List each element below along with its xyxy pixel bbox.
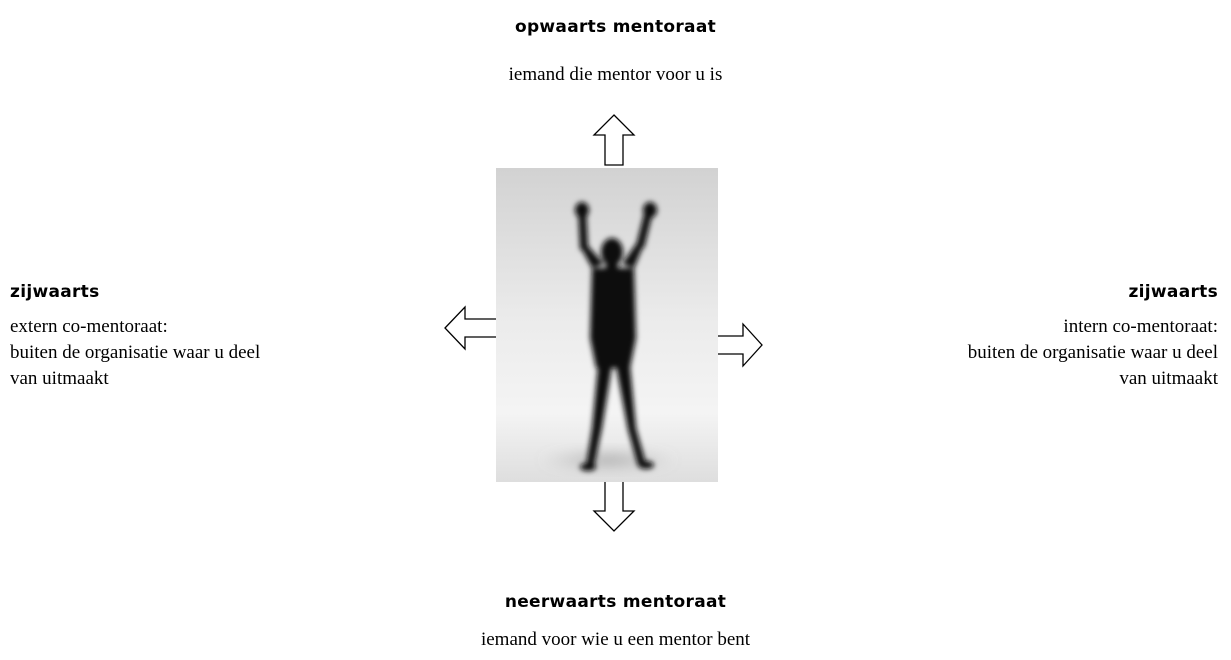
downward-mentoring-heading: neerwaarts mentoraat xyxy=(0,592,1231,612)
right-line: intern co-mentoraat: xyxy=(968,314,1218,340)
right-line: buiten de organisatie waar u deel xyxy=(968,340,1218,366)
left-sideways-heading: zijwaarts xyxy=(10,282,100,302)
right-line: van uitmaakt xyxy=(968,366,1218,392)
upward-mentoring-heading: opwaarts mentoraat xyxy=(0,17,1231,37)
downward-mentoring-description: iemand voor wie u een mentor bent xyxy=(0,627,1231,653)
left-line: van uitmaakt xyxy=(10,366,260,392)
right-sideways-description: intern co-mentoraat: buiten de organisat… xyxy=(968,314,1218,392)
right-sideways-heading: zijwaarts xyxy=(1128,282,1218,302)
left-line: buiten de organisatie waar u deel xyxy=(10,340,260,366)
upward-mentoring-description: iemand die mentor voor u is xyxy=(0,62,1231,88)
left-sideways-description: extern co-mentoraat: buiten de organisat… xyxy=(10,314,260,392)
person-silhouette-photo xyxy=(496,168,718,482)
arrow-up-icon xyxy=(590,114,638,166)
left-line: extern co-mentoraat: xyxy=(10,314,260,340)
arrow-down-icon xyxy=(590,480,638,532)
arrow-left-icon xyxy=(444,305,500,351)
